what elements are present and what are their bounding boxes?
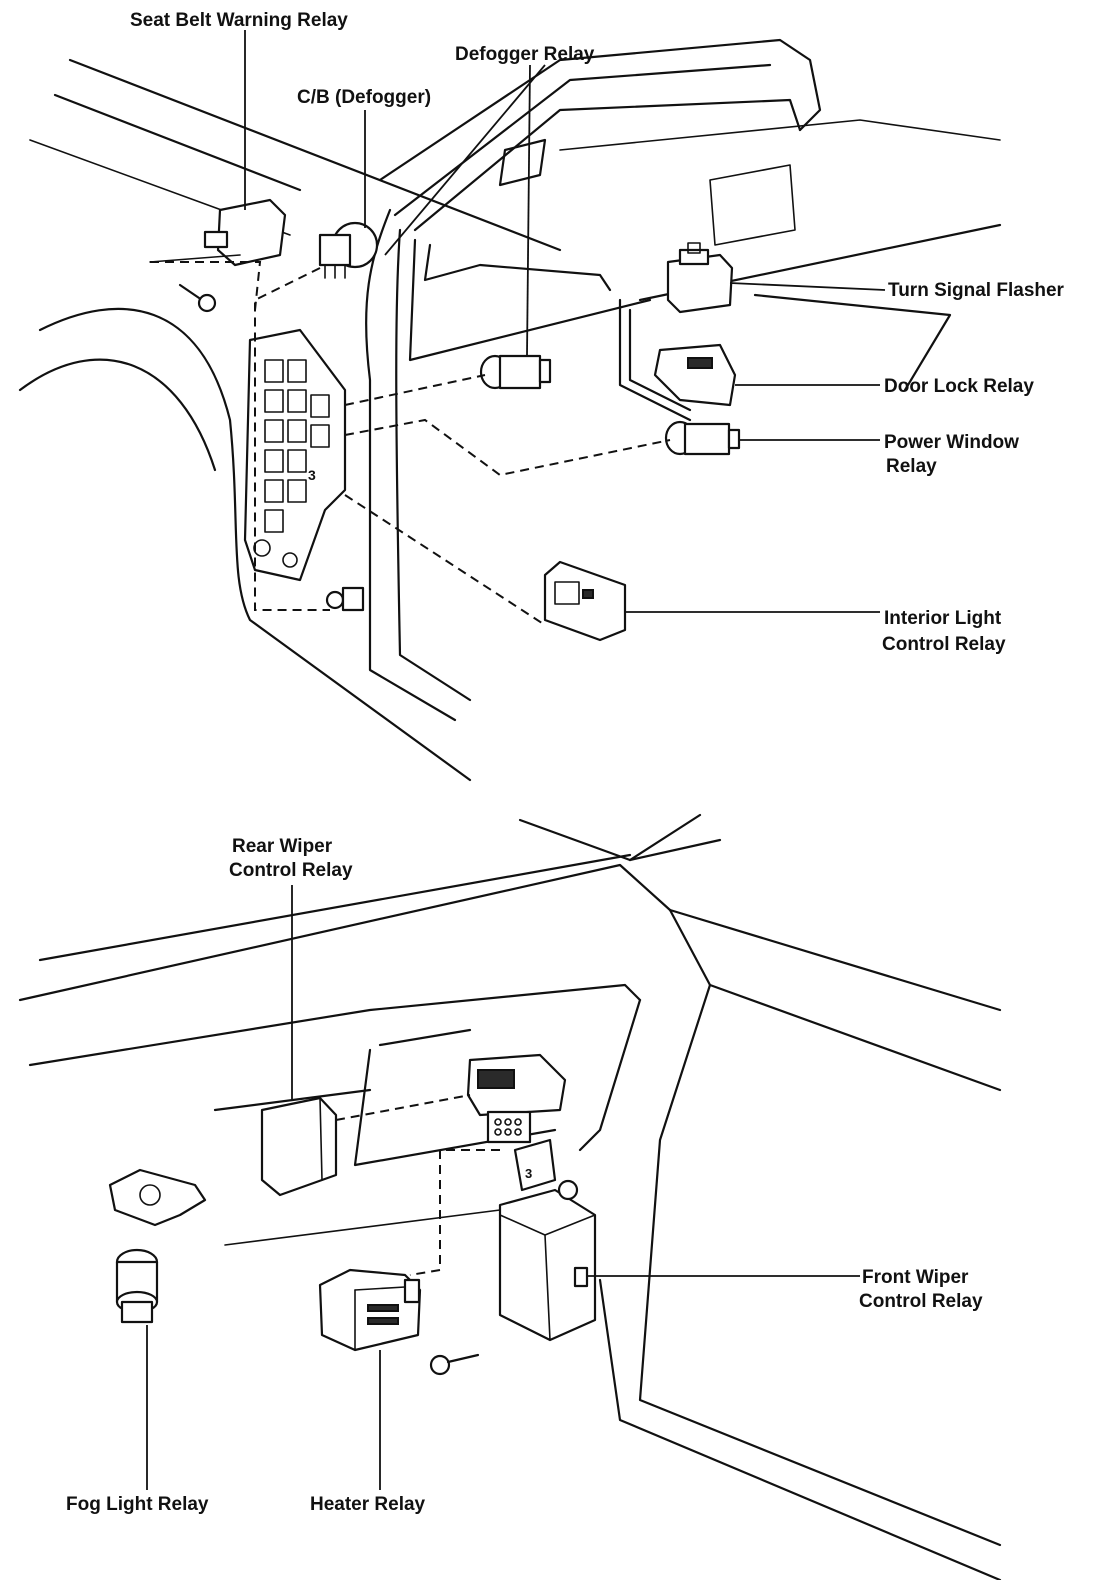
- screw-top-icon: [178, 283, 217, 313]
- socket-small-part: [325, 586, 365, 612]
- label-fog-light-relay: Fog Light Relay: [66, 1494, 209, 1515]
- interior-light-control-relay-part: [543, 560, 627, 642]
- label-turn-signal-flasher: Turn Signal Flasher: [888, 280, 1065, 301]
- front-wiper-control-relay-part: [498, 1179, 597, 1342]
- seat-belt-warning-relay-part: [149, 198, 287, 267]
- label-rear-wiper-control-relay-line2: Control Relay: [229, 860, 353, 881]
- fog-light-bracket-part: [108, 1168, 207, 1227]
- label-cb-defogger: C/B (Defogger): [297, 87, 431, 108]
- defogger-relay-part: [479, 354, 552, 390]
- label-power-window-relay-line2: Relay: [886, 456, 937, 477]
- label-seat-belt-warning-relay: Seat Belt Warning Relay: [130, 10, 348, 31]
- bottom-body-outline: [18, 813, 1002, 1580]
- screw-bottom-icon: [429, 1353, 480, 1376]
- label-rear-wiper-control-relay-line1: Rear Wiper: [232, 836, 333, 857]
- label-power-window-relay-line1: Power Window: [884, 432, 1019, 453]
- bottom-dashed-guides: [335, 1094, 500, 1276]
- label-interior-light-control-relay-line2: Control Relay: [882, 634, 1006, 655]
- door-lock-relay-part: [653, 343, 737, 407]
- label-interior-light-control-relay-line1: Interior Light: [884, 608, 1002, 629]
- label-front-wiper-control-relay-line2: Control Relay: [859, 1291, 983, 1312]
- fog-light-relay-part: [115, 1248, 159, 1324]
- fuse-block: 3: [243, 328, 347, 582]
- label-front-wiper-control-relay-line1: Front Wiper: [862, 1267, 969, 1288]
- top-body-outline: [18, 38, 1002, 782]
- heater-relay-part: [318, 1268, 422, 1352]
- label-door-lock-relay: Door Lock Relay: [884, 376, 1034, 397]
- label-defogger-relay: Defogger Relay: [455, 44, 595, 65]
- connector-block-part: 3: [466, 1053, 567, 1192]
- power-window-relay-part: [664, 420, 741, 456]
- cb-defogger-part: [318, 221, 379, 279]
- bracket-mark: 3: [525, 1166, 532, 1181]
- top-dashed-guides: [150, 261, 671, 626]
- fuse-block-mark: 3: [308, 467, 316, 483]
- label-heater-relay: Heater Relay: [310, 1494, 426, 1515]
- turn-signal-flasher-part: [666, 242, 734, 314]
- leader-lines: [146, 30, 886, 1490]
- rear-wiper-control-relay-part: [260, 1096, 338, 1197]
